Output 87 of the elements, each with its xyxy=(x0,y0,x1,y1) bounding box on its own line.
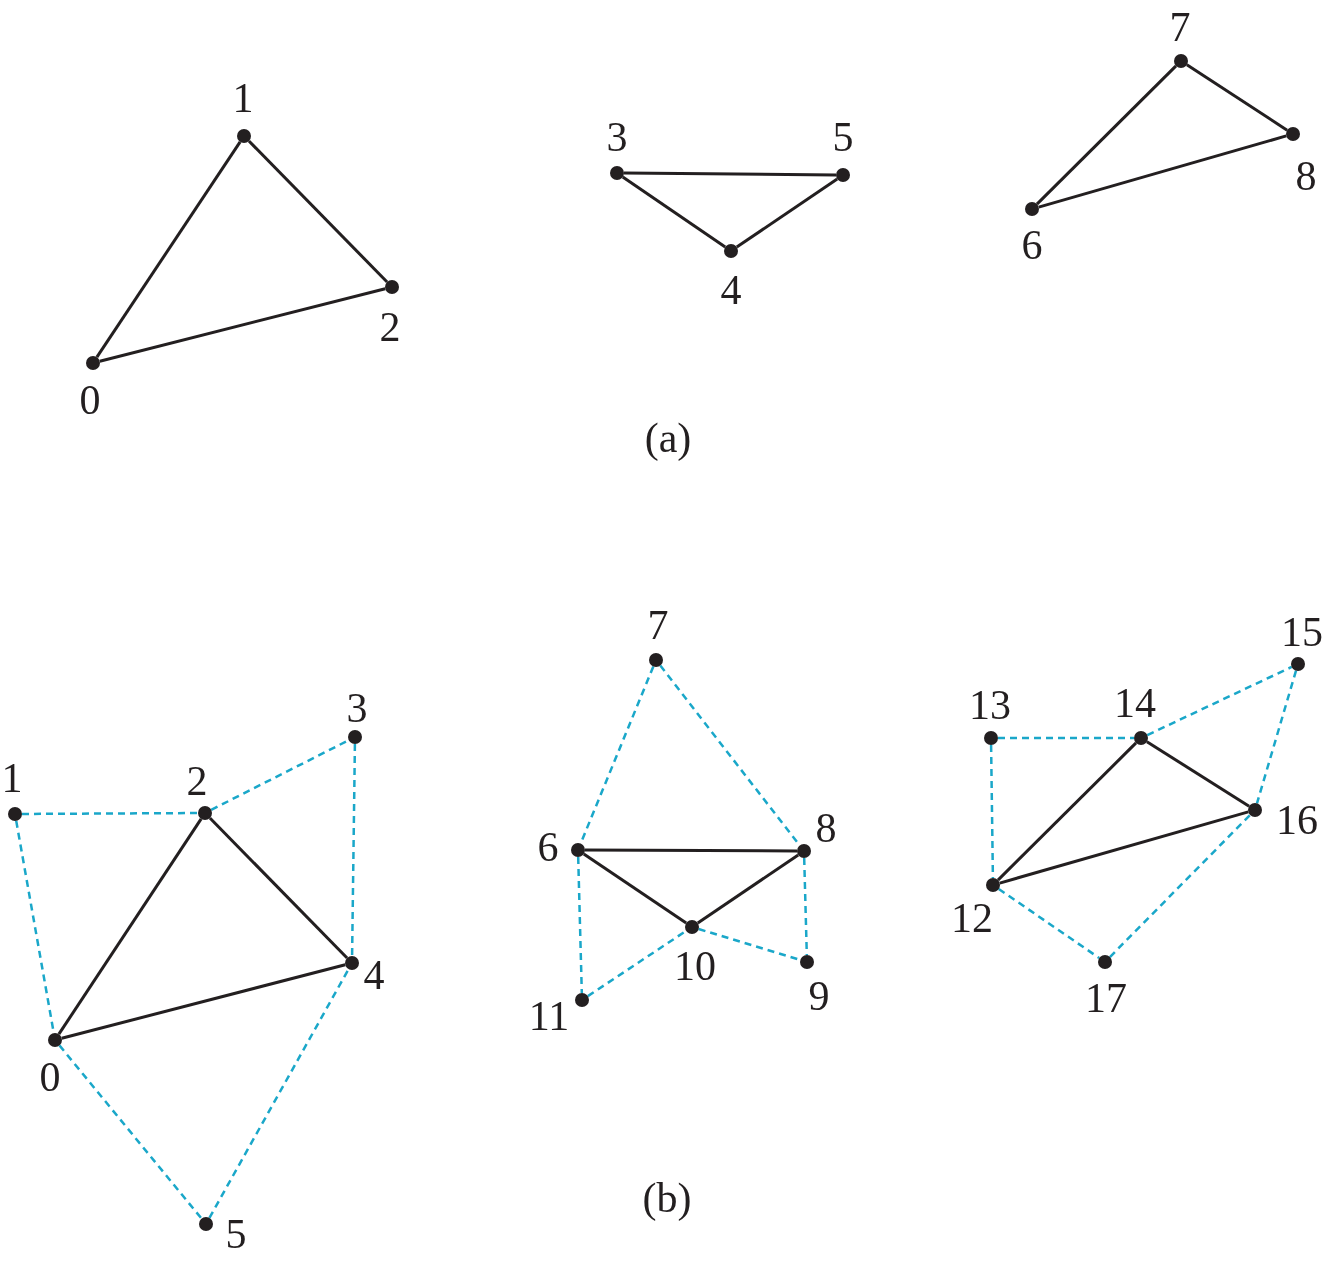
graph-edge xyxy=(95,141,242,358)
vertex-dot xyxy=(1025,202,1039,216)
vertex-dot xyxy=(1174,54,1188,68)
vertex-label: 14 xyxy=(1114,682,1156,724)
dashed-edge xyxy=(998,736,1134,740)
panel-label: (a) xyxy=(644,417,692,459)
vertex-dot xyxy=(385,280,399,294)
dashed-edge xyxy=(989,745,995,878)
vertex-label: 7 xyxy=(1169,6,1191,48)
vertex-label: 15 xyxy=(1281,611,1323,653)
vertex-dot xyxy=(1286,127,1300,141)
panel-label: (b) xyxy=(642,1177,692,1219)
dashed-edge xyxy=(998,887,1100,960)
dashed-edge xyxy=(22,811,198,816)
vertex-label: 16 xyxy=(1276,799,1318,841)
vertex-label: 0 xyxy=(79,379,101,421)
vertex-dot xyxy=(1291,657,1305,671)
graph-edge xyxy=(99,287,386,363)
vertex-label: 13 xyxy=(969,684,1011,726)
vertex-dot xyxy=(984,731,998,745)
vertex-label: 5 xyxy=(832,116,854,158)
vertex-dot xyxy=(1098,955,1112,969)
graph-edge xyxy=(208,816,349,960)
vertex-dot xyxy=(1134,731,1148,745)
graph-edge xyxy=(1186,63,1288,132)
graph-edge xyxy=(61,963,346,1040)
graph-edge xyxy=(996,741,1138,882)
vertex-dot xyxy=(649,653,663,667)
vertex-dot xyxy=(48,1033,62,1047)
vertex-dot xyxy=(986,878,1000,892)
vertex-dot xyxy=(836,168,850,182)
vertex-dot xyxy=(1248,803,1262,817)
vertex-dot xyxy=(237,129,251,143)
graph-edge xyxy=(1038,134,1287,209)
graph-edge xyxy=(585,848,797,853)
vertex-label: 7 xyxy=(647,604,669,646)
vertex-label: 1 xyxy=(232,77,254,119)
vertex-dot xyxy=(685,920,699,934)
vertex-dot xyxy=(575,993,589,1007)
graph-edge xyxy=(247,139,389,284)
dashed-edge xyxy=(587,929,687,998)
vertex-label: 9 xyxy=(808,975,830,1017)
vertex-dot xyxy=(797,844,811,858)
dashed-edge xyxy=(576,856,584,994)
vertex-label: 11 xyxy=(528,995,570,1037)
dashed-edge xyxy=(208,968,350,1219)
vertex-label: 1 xyxy=(1,757,23,799)
vertex-label: 6 xyxy=(1021,224,1043,266)
vertex-dot xyxy=(724,244,738,258)
vertex-label: 3 xyxy=(346,687,368,729)
vertex-dot xyxy=(800,955,814,969)
vertex-dot xyxy=(610,166,624,180)
vertex-label: 5 xyxy=(225,1213,247,1255)
vertex-label: 8 xyxy=(815,807,837,849)
vertex-label: 3 xyxy=(606,116,628,158)
vertex-dot xyxy=(86,356,100,370)
vertex-label: 6 xyxy=(537,826,559,868)
dashed-edge xyxy=(58,1044,203,1220)
vertex-dot xyxy=(199,1217,213,1231)
vertex-label: 17 xyxy=(1085,977,1127,1019)
dashed-edge xyxy=(802,857,809,956)
vertex-label: 2 xyxy=(379,306,401,348)
vertex-dot xyxy=(198,806,212,820)
graph-edge xyxy=(1035,64,1178,206)
graph-edge xyxy=(57,818,203,1035)
dashed-edge xyxy=(1146,665,1293,737)
graph-edge xyxy=(1146,740,1250,808)
dashed-edge xyxy=(1109,814,1251,958)
graph-edge xyxy=(582,852,688,925)
graph-edge xyxy=(696,853,800,925)
vertex-label: 0 xyxy=(39,1056,61,1098)
vertex-label: 12 xyxy=(951,897,993,939)
vertex-label: 8 xyxy=(1295,155,1317,197)
vertex-label: 2 xyxy=(186,760,208,802)
graph-edge xyxy=(735,177,839,249)
vertex-label: 10 xyxy=(674,945,716,987)
vertex-dot xyxy=(8,807,22,821)
vertex-dot xyxy=(348,730,362,744)
vertex-label: 4 xyxy=(720,269,742,311)
vertex-label: 4 xyxy=(363,954,385,996)
graph-edge xyxy=(621,175,727,249)
graph-edge xyxy=(624,171,836,177)
graph-edge xyxy=(999,810,1249,885)
dashed-edge xyxy=(350,744,357,956)
dashed-edge xyxy=(1255,670,1298,804)
vertex-dot xyxy=(345,956,359,970)
vertex-dot xyxy=(571,843,585,857)
